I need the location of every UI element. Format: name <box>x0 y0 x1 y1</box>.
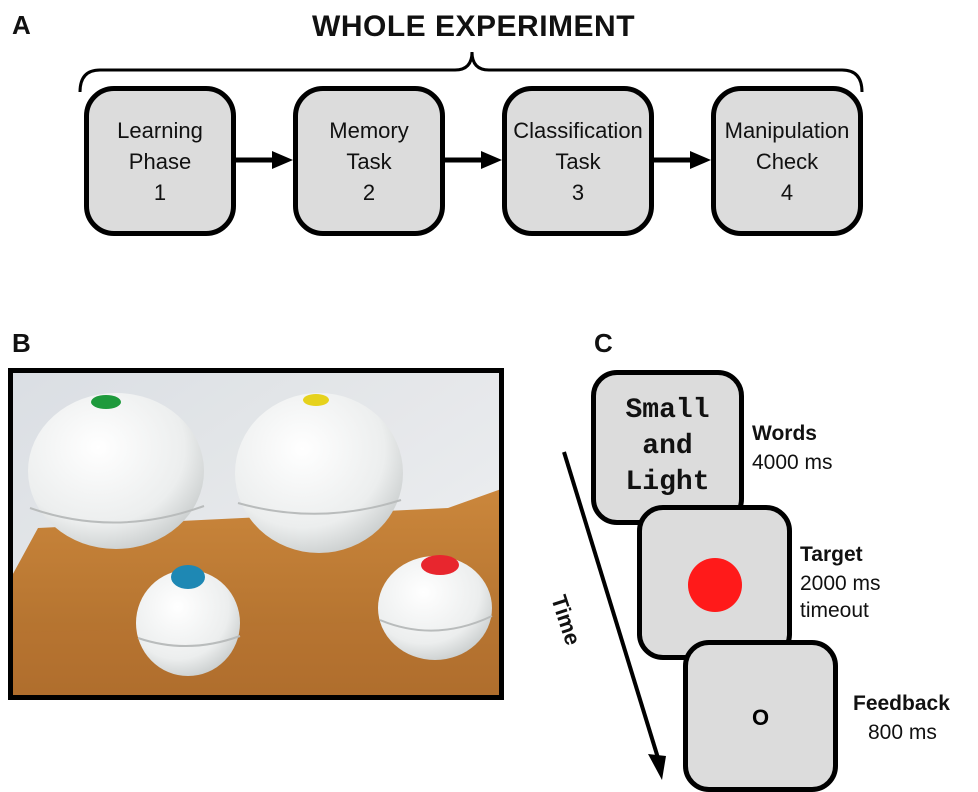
target-extra: timeout <box>800 599 869 622</box>
arrow-1-2 <box>236 151 293 169</box>
step-number: 1 <box>153 179 167 205</box>
step-name-2: Task <box>346 148 392 174</box>
target-duration: 2000 ms <box>800 572 881 595</box>
step-memory-task: Memory Task 2 <box>293 86 445 236</box>
ball-large-yellow <box>235 393 403 553</box>
words-line-1: Small <box>625 395 710 426</box>
feedback-duration: 800 ms <box>868 721 937 744</box>
target-title: Target <box>800 543 863 566</box>
step-name: Memory <box>329 117 409 143</box>
words-line-3: Light <box>625 467 710 498</box>
screen-target <box>637 505 792 660</box>
words-line-2: and <box>642 431 693 462</box>
experiment-brace <box>78 51 864 93</box>
ball-dot-red <box>421 555 459 575</box>
time-arrow <box>562 451 666 780</box>
step-name-2: Task <box>555 148 601 174</box>
words-title: Words <box>752 422 817 445</box>
ball-dot-yellow <box>303 394 329 406</box>
ball-dot-blue <box>171 565 205 589</box>
step-learning-phase: Learning Phase 1 <box>84 86 236 236</box>
words-stimulus: Small and Light <box>596 393 739 501</box>
screen-feedback: O <box>683 640 838 792</box>
step-name-2: Check <box>755 148 819 174</box>
panel-a-label: A <box>12 10 31 40</box>
photo-balls <box>8 368 504 700</box>
arrow-3-4 <box>654 151 711 169</box>
step-name: Learning <box>117 117 203 143</box>
panel-c-label: C <box>594 328 613 358</box>
feedback-symbol: O <box>751 705 770 730</box>
ball-dot-green <box>91 395 121 409</box>
ball-small-red <box>378 555 493 660</box>
feedback-title: Feedback <box>853 692 950 715</box>
experiment-title: WHOLE EXPERIMENT <box>312 10 636 43</box>
words-duration: 4000 ms <box>752 451 833 474</box>
step-arrows <box>236 151 711 169</box>
step-number: 2 <box>362 179 376 205</box>
target-red-dot <box>688 558 742 612</box>
step-name-2: Phase <box>128 148 192 174</box>
arrow-2-3 <box>445 151 502 169</box>
panel-b-label: B <box>12 328 31 358</box>
step-classification-task: Classification Task 3 <box>502 86 654 236</box>
step-manipulation-check: Manipulation Check 4 <box>711 86 863 236</box>
screen-words: Small and Light <box>591 370 744 525</box>
step-number: 4 <box>780 179 794 205</box>
step-name: Manipulation <box>724 117 850 143</box>
ball-large-green <box>28 393 205 549</box>
step-number: 3 <box>571 179 585 205</box>
step-name: Classification <box>513 117 643 143</box>
ball-small-blue <box>136 565 241 676</box>
